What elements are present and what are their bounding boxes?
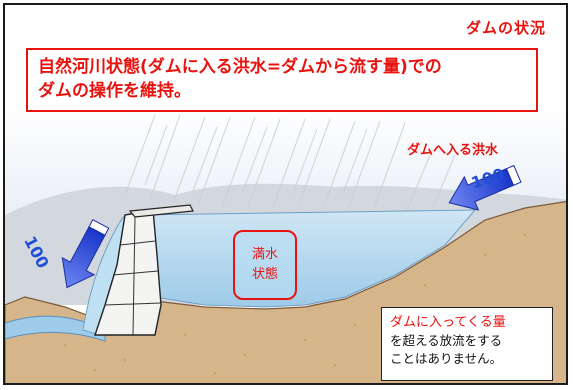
reservoir-full-label: 満水 状態 — [233, 230, 297, 300]
main-statement-line2: ダムの操作を維持。 — [38, 81, 191, 101]
main-statement-line1: 自然河川状態(ダムに入る洪水=ダムから流す量)での — [38, 57, 442, 77]
note-line2: を超える放流をする — [390, 333, 503, 348]
reservoir-water — [139, 209, 477, 308]
dam-crest — [128, 204, 194, 218]
dam-status-title: ダムの状況 — [465, 19, 546, 37]
outflow-arrow — [61, 219, 110, 289]
downstream-water — [5, 315, 106, 342]
inflow-arrow — [448, 164, 522, 211]
ground-texture — [63, 233, 527, 375]
rain-streaks — [124, 114, 456, 216]
reservoir-label-line1: 満水 — [251, 247, 278, 262]
note-line1: ダムに入ってくる量 — [390, 315, 506, 330]
note-line3: ことはありません。 — [390, 351, 503, 366]
inflow-label: ダムへ入る洪水 — [407, 143, 499, 158]
figure-frame: ダムの状況 自然河川状態(ダムに入る洪水=ダムから流す量)での ダムの操作を維持… — [3, 3, 568, 385]
main-statement-box: 自然河川状態(ダムに入る洪水=ダムから流す量)での ダムの操作を維持。 — [26, 48, 538, 112]
release-note-box: ダムに入ってくる量 を超える放流をする ことはありません。 — [381, 307, 553, 381]
dam-joints — [104, 216, 162, 336]
reservoir-label-line2: 状態 — [251, 267, 278, 282]
